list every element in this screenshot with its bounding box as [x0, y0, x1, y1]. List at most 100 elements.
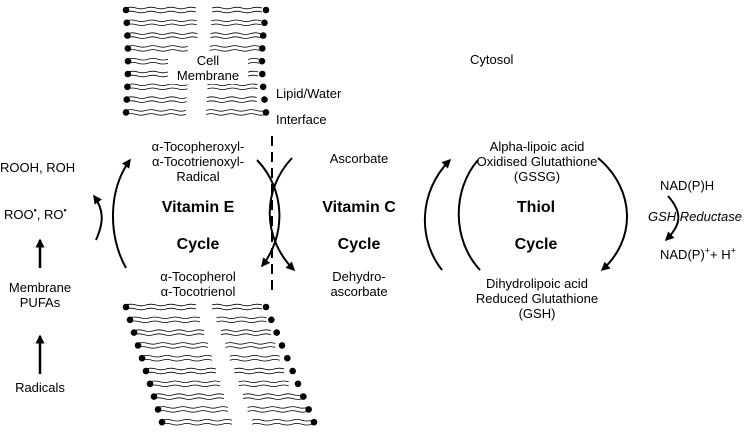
lipid-tail [210, 32, 261, 35]
oxidised-thiol-label: Alpha-lipoic acid Oxidised Glutathione (… [462, 139, 612, 184]
interface-label-line2: Interface [276, 112, 327, 127]
vitamin-c-cycle-word: Cycle [337, 236, 381, 253]
membrane-pufas-label: Membrane PUFAs [0, 280, 80, 310]
lipid-tail [205, 109, 267, 112]
lipid-tail [238, 380, 289, 383]
lipid-tail [206, 96, 257, 99]
interface-label-line1: Lipid/Water [276, 86, 342, 101]
lipid-tail [211, 23, 262, 26]
lipid-head [138, 354, 146, 362]
lipid-tail [157, 410, 229, 413]
lipid-tail [207, 87, 258, 90]
oxidised-thiol-line1: Alpha-lipoic acid [489, 139, 585, 154]
lipid-tail [247, 410, 308, 413]
lipid-tail [129, 316, 201, 319]
lipid-head [300, 393, 307, 400]
lipid-head [278, 342, 286, 349]
lipid-tail [127, 49, 188, 52]
lipid-tail [133, 329, 205, 332]
lipid-tail [238, 384, 289, 387]
lipid-head [123, 19, 131, 27]
vitamin-c-title: Vitamin C [322, 199, 396, 216]
lipid-head [124, 45, 132, 52]
lipid-tail [141, 355, 213, 358]
tocopheroxyl-line3: Radical [176, 169, 220, 184]
dehydroascorbate-line2: ascorbate [330, 284, 388, 299]
lipid-tail [125, 6, 197, 10]
tocopheroxyl-line2: α-Tocotrienoxyl- [151, 154, 245, 169]
lipid-head [130, 329, 138, 336]
peroxyl-dot: • [33, 205, 37, 216]
lipid-head [273, 329, 280, 336]
lipid-tail [229, 359, 280, 362]
lipid-tail [127, 36, 198, 39]
lipid-tail [211, 303, 263, 307]
lipid-head [150, 393, 158, 400]
lipid-tail [125, 307, 197, 311]
lipid-head [262, 6, 270, 14]
lipid-tail [127, 45, 188, 48]
vitamin-e-right-arc [256, 159, 281, 268]
reduced-thiol-line3: (GSH) [518, 306, 556, 321]
pufas-line2: PUFAs [19, 295, 61, 310]
tocopherol-line1: α-Tocopherol [160, 269, 236, 284]
lipid-tail [209, 45, 260, 48]
lipid-head [124, 70, 132, 78]
thiol-left-arc [457, 159, 481, 271]
membrane-lower-bilayer [122, 303, 318, 426]
lipid-tail [127, 32, 198, 35]
thiol-title: Thiol [516, 199, 556, 216]
lipid-head [310, 418, 318, 426]
lipid-tail [242, 393, 304, 396]
lipid-tail [247, 406, 308, 409]
lipid-tail [126, 19, 197, 22]
lipid-tail [207, 83, 258, 86]
lipid-tail [225, 342, 276, 345]
lipid-tail [126, 96, 187, 99]
lipid-head [284, 354, 291, 362]
dehydroascorbate-line1: Dehydro- [332, 269, 386, 284]
lipid-tail [141, 359, 213, 362]
gsh-reductase-arc [664, 195, 680, 242]
lipid-tail [125, 303, 197, 307]
nadp-mid: + H [710, 247, 731, 262]
lipid-tail [125, 113, 187, 116]
lipid-tail [127, 87, 188, 90]
lipid-tail [210, 36, 261, 39]
lipid-tail [234, 367, 285, 371]
oxidised-thiol-line2: Oxidised Glutathione [476, 154, 598, 169]
radicals-label: Radicals [15, 380, 65, 395]
lipid-head [142, 367, 150, 375]
peroxyl-radicals-label: ROO•, RO• [4, 205, 67, 222]
lipid-head [122, 6, 130, 14]
lipid-tail [129, 320, 201, 323]
nadp-charge: + [704, 245, 711, 256]
vitamin-c-right-arc [424, 158, 452, 271]
lipid-head [259, 45, 266, 52]
lipid-tail [145, 367, 217, 371]
lipid-tail [145, 371, 217, 375]
lipid-tail [234, 371, 285, 375]
lipid-head [123, 96, 131, 103]
lipid-head [261, 96, 268, 103]
lipid-head [258, 57, 266, 65]
lipid-tail [205, 113, 267, 116]
lipid-head [294, 380, 302, 388]
lipid-tail [211, 10, 263, 14]
lipid-head [289, 367, 296, 375]
vitamin-e-cycle-word: Cycle [176, 236, 220, 253]
lipid-head [146, 380, 154, 388]
nadph-label: NAD(P)H [660, 178, 715, 193]
lipid-head [259, 70, 266, 78]
lipid-tail [206, 100, 257, 103]
lipid-tail [126, 23, 197, 26]
lipid-head [122, 303, 130, 311]
lipid-tail [137, 342, 209, 345]
nadp-base: NAD(P) [660, 247, 705, 262]
dehydroascorbate-label: Dehydro- ascorbate [312, 269, 406, 299]
lipid-head [122, 109, 130, 116]
alkoxyl-dot: • [63, 205, 67, 216]
lipid-head [305, 406, 312, 413]
